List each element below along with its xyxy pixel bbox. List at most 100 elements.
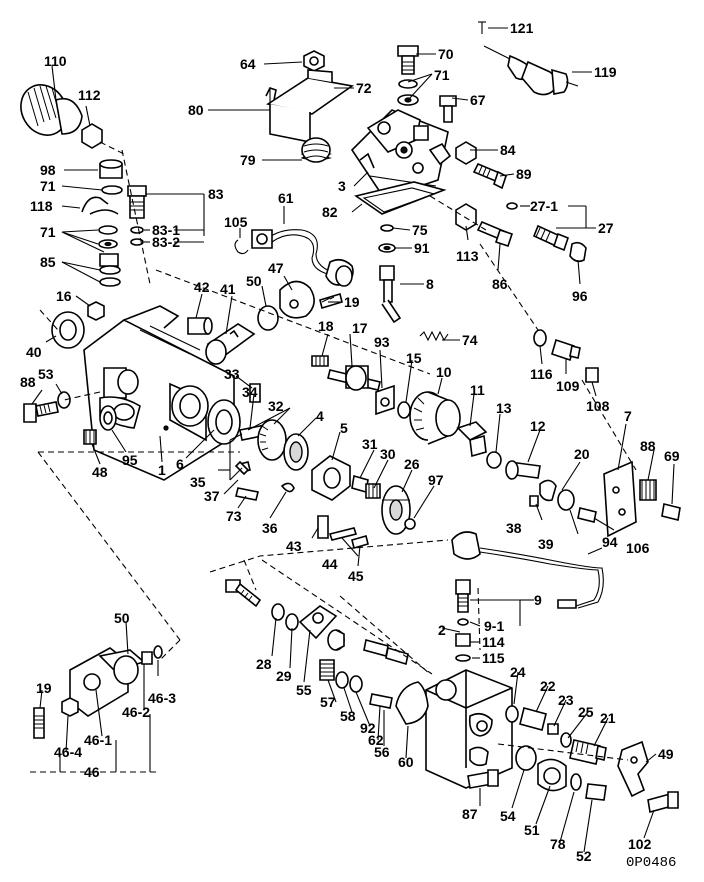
callout-114: 114	[482, 634, 505, 650]
part-54-oring	[515, 745, 537, 771]
callout-9-1: 9-1	[484, 618, 504, 634]
part-78-washer	[570, 773, 582, 791]
callout-109: 109	[556, 378, 580, 394]
part-67-screw	[439, 95, 457, 123]
part-50-oring-upper	[257, 305, 279, 331]
part-27-sensor	[532, 224, 569, 252]
part-91-washer	[378, 243, 396, 253]
callout-83: 83	[208, 186, 224, 202]
part-84-nut	[455, 141, 477, 165]
callout-58: 58	[340, 708, 356, 724]
part-83-2-ring	[130, 238, 144, 246]
callout-110: 110	[44, 53, 67, 69]
part-62-spring	[363, 639, 409, 666]
callout-95: 95	[122, 452, 138, 468]
callout-27-1: 27-1	[530, 198, 558, 214]
part-105-clip	[234, 239, 249, 255]
part-38-pin	[529, 495, 539, 507]
callout-3: 3	[338, 178, 346, 194]
part-70-bolt	[397, 45, 419, 75]
part-75-oring	[380, 224, 394, 232]
callout-10: 10	[436, 364, 452, 380]
callout-121: 121	[510, 20, 534, 36]
part-16-nut	[87, 301, 105, 321]
callout-83-2: 83-2	[152, 234, 180, 250]
callout-46-1: 46-1	[84, 732, 112, 748]
part-106-solenoid	[451, 531, 604, 609]
part-83-1-ring	[130, 226, 144, 234]
callout-11: 11	[470, 382, 485, 398]
callout-12: 12	[530, 418, 546, 434]
callout-98: 98	[40, 162, 56, 178]
callout-13: 13	[496, 400, 512, 416]
part-44-plate	[328, 527, 358, 541]
part-28-washer	[271, 603, 285, 621]
callout-106: 106	[626, 540, 650, 556]
part-93-plate	[375, 384, 395, 416]
part-73-screw	[235, 487, 259, 501]
part-47-plate	[279, 280, 315, 319]
callout-85: 85	[40, 254, 56, 270]
callout-51: 51	[524, 822, 540, 838]
callout-105: 105	[224, 214, 248, 230]
part-6-plate	[207, 399, 241, 445]
part-9-valve	[455, 579, 471, 613]
part-2-hydraulic-head	[425, 669, 513, 789]
part-79-spring	[300, 137, 333, 163]
callout-47: 47	[268, 260, 284, 276]
callout-45: 45	[348, 568, 364, 584]
part-112-nut	[81, 123, 125, 155]
callout-37: 37	[204, 488, 220, 504]
callout-6: 6	[176, 456, 184, 472]
callout-67: 67	[470, 92, 486, 108]
callout-119: 119	[594, 64, 617, 80]
callout-94: 94	[602, 534, 618, 550]
part-17-shaft	[327, 365, 381, 391]
callout-72: 72	[356, 80, 372, 96]
callout-84: 84	[500, 142, 516, 158]
part-49-bracket	[617, 740, 649, 798]
part-69-bolt	[661, 503, 681, 521]
part-53-washer	[57, 391, 71, 409]
callout-26: 26	[404, 456, 420, 472]
callout-75: 75	[412, 222, 428, 238]
part-58-ring	[335, 671, 349, 689]
part-11-block	[456, 421, 488, 458]
part-24-ring	[505, 705, 519, 723]
callout-115: 115	[482, 650, 505, 666]
callout-33: 33	[224, 366, 240, 382]
callout-44: 44	[322, 556, 338, 572]
callout-46-2: 46-2	[122, 704, 150, 720]
callout-labels: 121 119 110 112 64 70 72 71 80 67 79 84 …	[20, 20, 680, 864]
callout-70: 70	[438, 46, 454, 62]
callout-97: 97	[428, 472, 444, 488]
callout-30: 30	[380, 446, 396, 462]
part-94-bolt	[577, 507, 597, 523]
part-88-spring-right	[639, 479, 657, 501]
callout-22: 22	[540, 678, 556, 694]
callout-56: 56	[374, 744, 390, 760]
part-97-ball	[404, 518, 416, 530]
callout-32: 32	[268, 398, 284, 414]
callout-74: 74	[462, 332, 478, 348]
callout-79: 79	[240, 152, 256, 168]
part-36-clip	[280, 482, 295, 493]
callout-61: 61	[278, 190, 294, 206]
part-48-spring	[83, 429, 97, 445]
callout-39: 39	[538, 536, 554, 552]
callout-43: 43	[286, 538, 302, 554]
part-30-spring	[365, 483, 381, 499]
part-56-pin	[369, 693, 393, 709]
part-57-spring	[319, 659, 335, 681]
part-64-nut	[303, 50, 325, 72]
part-61-harness	[251, 229, 354, 287]
part-8-lever	[379, 265, 402, 324]
callout-88-left: 88	[20, 374, 36, 390]
callout-27: 27	[598, 220, 614, 236]
part-40-seal	[51, 311, 85, 349]
callout-64: 64	[240, 56, 256, 72]
drawing-code: 0P0486	[626, 855, 676, 871]
callout-83-1: 83-1	[152, 222, 180, 238]
callout-60: 60	[398, 754, 414, 770]
